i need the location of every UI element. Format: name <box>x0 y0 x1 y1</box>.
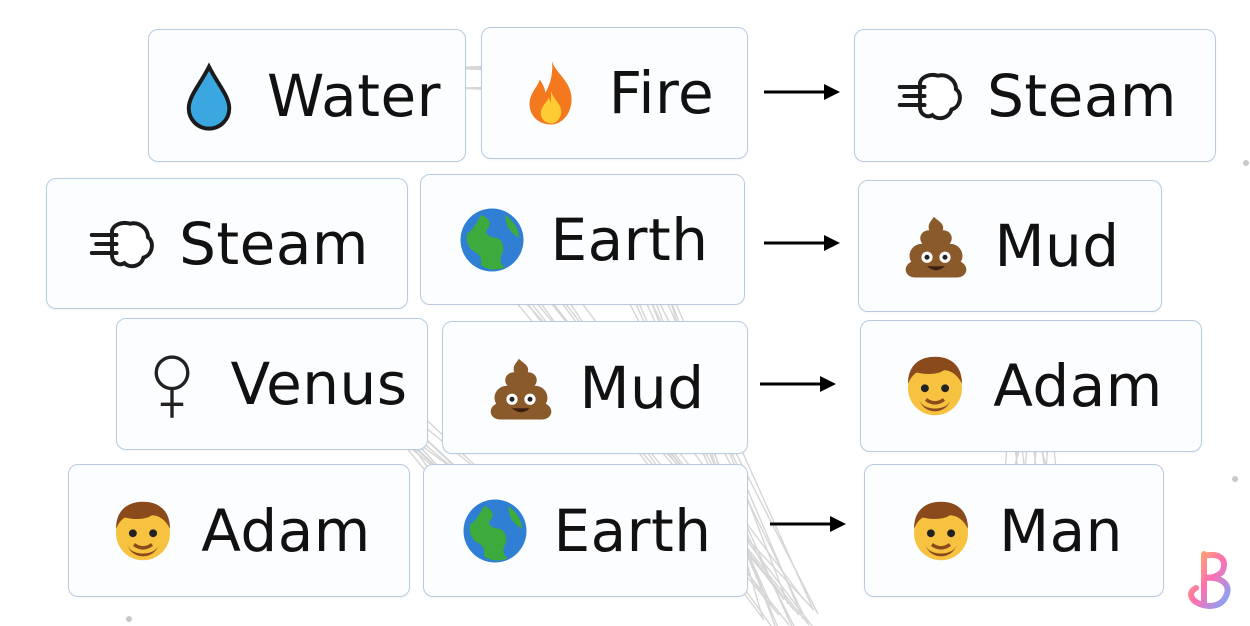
element-label: Adam <box>201 496 371 565</box>
element-label: Steam <box>179 209 369 278</box>
element-card-adam[interactable]: Adam <box>68 464 410 597</box>
brand-logo-icon <box>1188 551 1231 609</box>
decorative-dot <box>126 616 132 622</box>
element-label: Water <box>267 61 441 130</box>
element-card-earth[interactable]: Earth <box>423 464 748 597</box>
result-card-mud[interactable]: Mud <box>858 180 1162 312</box>
water-drop-icon <box>173 60 245 132</box>
poop-icon <box>485 352 557 424</box>
man-face-icon <box>899 350 971 422</box>
result-card-man[interactable]: Man <box>864 464 1164 597</box>
female-sign-icon <box>136 348 208 420</box>
man-face-icon <box>905 495 977 567</box>
element-card-steam[interactable]: Steam <box>46 178 408 309</box>
fire-icon <box>515 57 587 129</box>
result-card-steam[interactable]: Steam <box>854 29 1216 162</box>
element-label: Steam <box>987 61 1177 130</box>
element-label: Mud <box>994 212 1120 280</box>
element-card-mud[interactable]: Mud <box>442 321 748 454</box>
element-label: Man <box>999 496 1123 565</box>
element-card-venus[interactable]: Venus <box>116 318 428 450</box>
combine-arrow-icon <box>760 376 836 392</box>
man-face-icon <box>107 495 179 567</box>
decorative-dot <box>1232 476 1238 482</box>
element-label: Mud <box>579 353 705 422</box>
element-card-water[interactable]: Water <box>148 29 466 162</box>
element-label: Fire <box>608 59 715 127</box>
combine-arrow-icon <box>770 516 846 532</box>
element-card-earth[interactable]: Earth <box>420 174 745 305</box>
combine-arrow-icon <box>764 235 840 251</box>
steam-puff-icon <box>85 208 157 280</box>
element-card-fire[interactable]: Fire <box>481 27 748 159</box>
result-card-adam[interactable]: Adam <box>860 320 1202 452</box>
element-label: Earth <box>550 205 709 274</box>
combine-arrow-icon <box>764 84 840 100</box>
steam-puff-icon <box>893 60 965 132</box>
earth-globe-icon <box>456 204 528 276</box>
earth-globe-icon <box>459 495 531 567</box>
element-label: Venus <box>230 350 408 418</box>
element-label: Earth <box>553 496 712 565</box>
element-label: Adam <box>993 352 1163 420</box>
poop-icon <box>900 210 972 282</box>
decorative-dot <box>1243 160 1249 166</box>
